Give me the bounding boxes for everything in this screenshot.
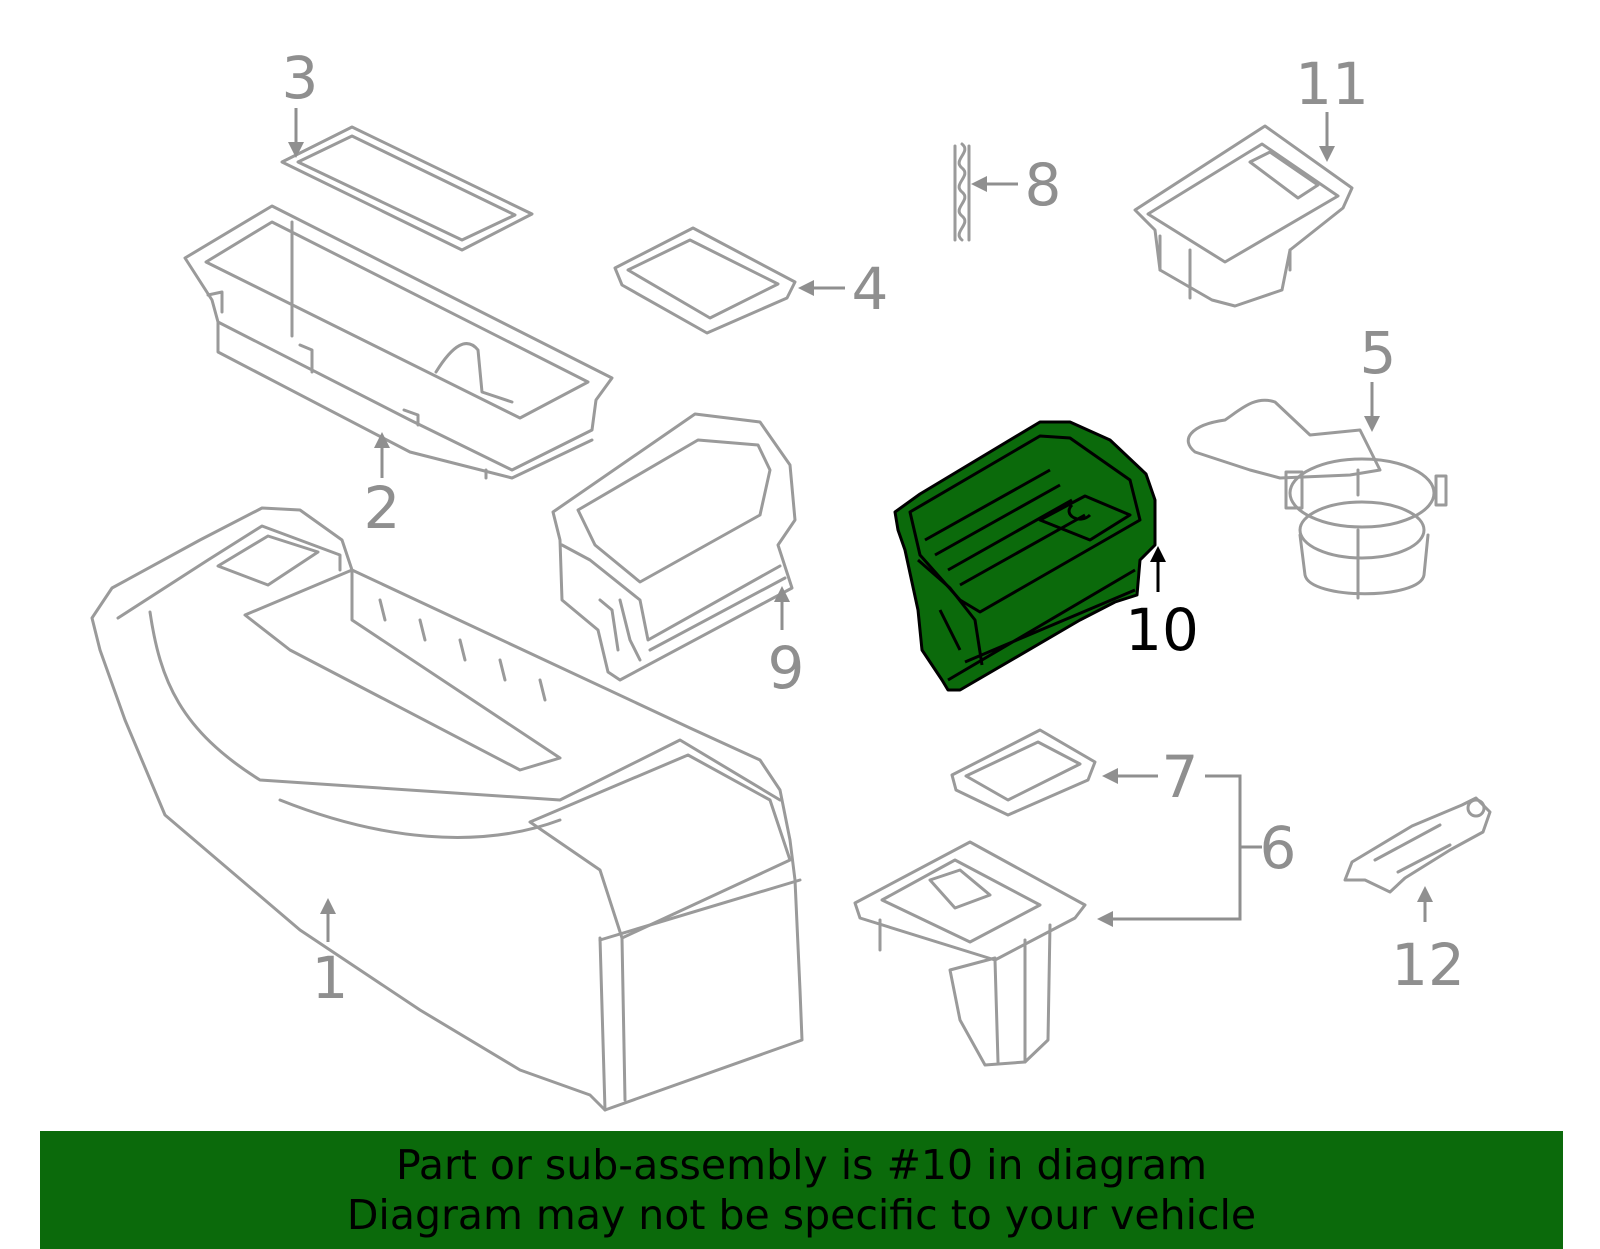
part-11-insert	[1133, 124, 1354, 308]
callout-4: 4	[852, 255, 889, 323]
part-9-bin	[551, 412, 797, 682]
callout-1: 1	[312, 944, 349, 1012]
banner-line-2: Diagram may not be specific to your vehi…	[346, 1191, 1257, 1239]
callout-6: 6	[1260, 814, 1297, 882]
part-3-tray	[280, 125, 534, 252]
callout-3: 3	[282, 44, 319, 112]
part-6-insert	[853, 840, 1087, 1067]
part-10-highlighted-bin	[893, 420, 1157, 692]
info-banner: Part or sub-assembly is #10 in diagram D…	[40, 1131, 1563, 1249]
callout-2: 2	[364, 474, 401, 542]
callout-5: 5	[1360, 319, 1397, 387]
part-1-console	[90, 506, 804, 1112]
callout-9: 9	[768, 634, 805, 702]
part-7-tray	[950, 728, 1097, 817]
part-4-tray	[613, 226, 797, 335]
part-12-bracket	[1343, 796, 1492, 894]
part-2-storage-bin	[183, 204, 614, 480]
callout-7: 7	[1162, 743, 1199, 811]
callout-10: 10	[1125, 596, 1199, 664]
callout-12: 12	[1391, 931, 1465, 999]
callout-8: 8	[1025, 151, 1062, 219]
part-8-spring	[953, 142, 971, 242]
part-5-cupholder	[1186, 398, 1448, 600]
leader-lines	[288, 108, 1433, 942]
callout-11: 11	[1295, 50, 1369, 118]
banner-line-1: Part or sub-assembly is #10 in diagram	[395, 1141, 1208, 1189]
